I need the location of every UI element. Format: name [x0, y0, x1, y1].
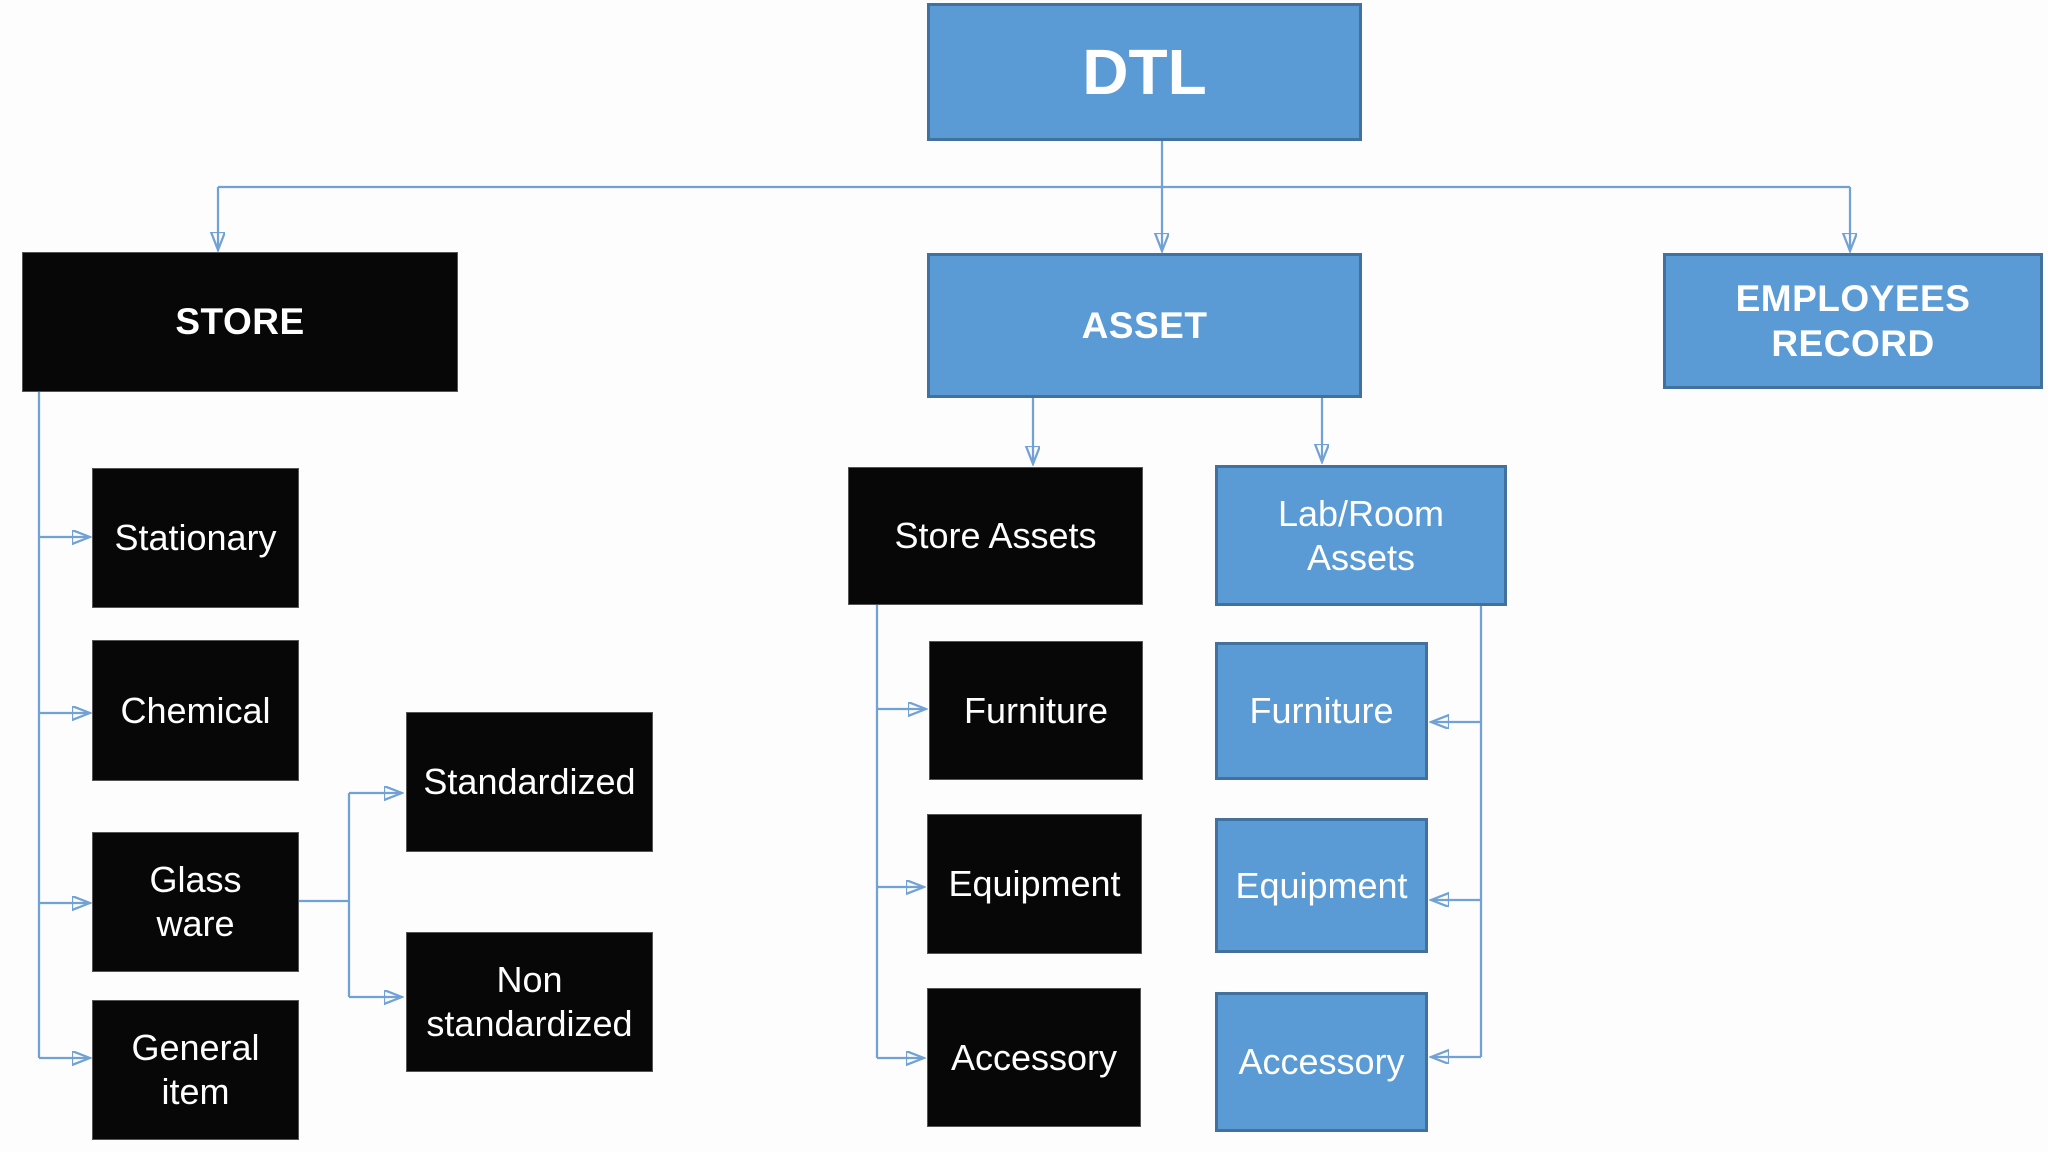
node-store-furniture: Furniture: [929, 641, 1143, 780]
node-lab-equipment: Equipment: [1215, 818, 1428, 953]
node-chemical: Chemical: [92, 640, 299, 781]
node-chemical-label: Chemical: [120, 689, 271, 731]
node-stationary-label: Stationary: [114, 517, 277, 559]
node-employees-record: EMPLOYEES RECORD: [1663, 253, 2043, 389]
node-lab-room-assets: Lab/Room Assets: [1215, 465, 1507, 606]
connectors: [37, 141, 1850, 1058]
node-non-standardized: Non standardized: [406, 932, 653, 1072]
node-dtl: DTL: [927, 3, 1362, 141]
node-store-assets-label: Store Assets: [894, 515, 1097, 557]
node-store-label: STORE: [175, 301, 305, 343]
node-dtl-label: DTL: [1082, 35, 1207, 108]
node-stationary: Stationary: [92, 468, 299, 608]
node-lab-accessory-label: Accessory: [1238, 1041, 1405, 1083]
connector-glass-ware-branch: [299, 793, 351, 997]
node-non-standardized-label: Non standardized: [426, 959, 633, 1044]
node-glass-ware-label: Glass ware: [149, 859, 242, 944]
node-glass-ware: Glass ware: [92, 832, 299, 972]
node-general-item-label: General item: [131, 1027, 260, 1112]
node-standardized-label: Standardized: [423, 761, 636, 803]
node-employees-record-label: EMPLOYEES RECORD: [1735, 277, 1971, 364]
node-asset: ASSET: [927, 253, 1362, 398]
node-store-accessory-label: Accessory: [950, 1036, 1118, 1078]
node-lab-furniture: Furniture: [1215, 642, 1428, 780]
node-standardized: Standardized: [406, 712, 653, 852]
node-lab-equipment-label: Equipment: [1235, 864, 1408, 906]
node-store: STORE: [22, 252, 458, 392]
node-store-accessory: Accessory: [927, 988, 1141, 1127]
node-store-equipment-label: Equipment: [948, 863, 1121, 905]
node-lab-room-assets-label: Lab/Room Assets: [1277, 492, 1445, 578]
node-lab-furniture-label: Furniture: [1249, 690, 1394, 732]
node-lab-accessory: Accessory: [1215, 992, 1428, 1132]
node-store-furniture-label: Furniture: [963, 689, 1109, 731]
node-general-item: General item: [92, 1000, 299, 1140]
node-store-assets: Store Assets: [848, 467, 1143, 605]
node-store-equipment: Equipment: [927, 814, 1142, 954]
node-asset-label: ASSET: [1081, 304, 1208, 346]
